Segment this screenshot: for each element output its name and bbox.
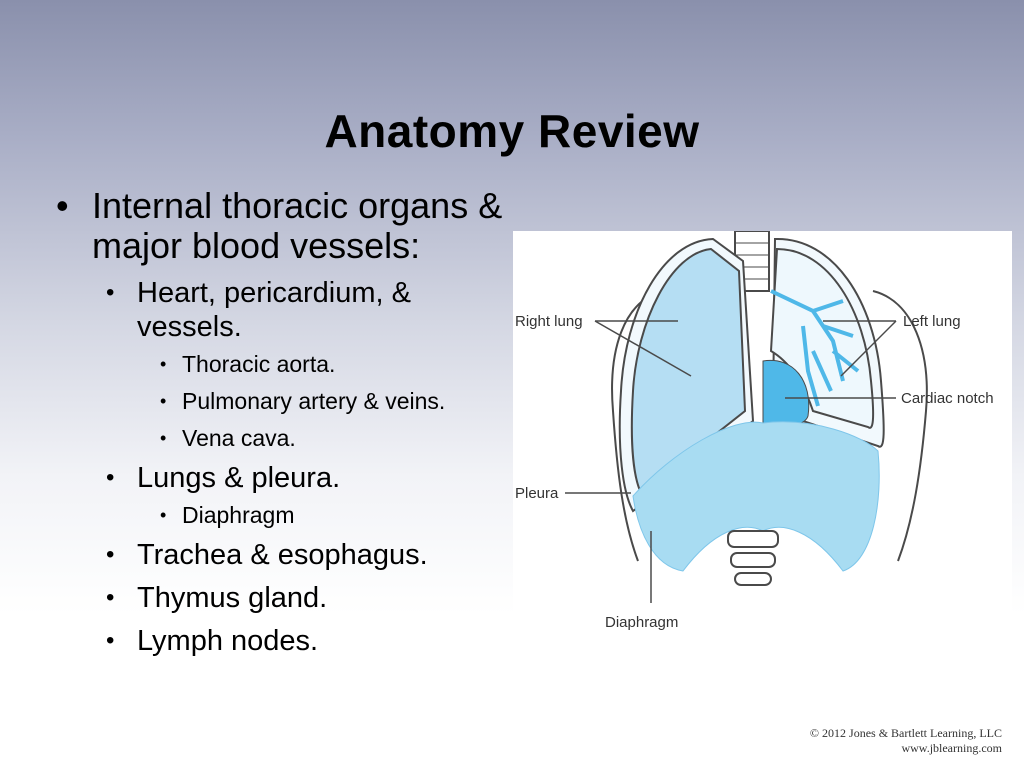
label-diaphragm: Diaphragm: [605, 614, 678, 631]
bullet-heart-text: Heart, pericardium, & vessels.: [137, 277, 411, 343]
lung-diagram: Right lung Left lung Cardiac notch Pleur…: [515, 231, 994, 631]
bullet-lungs-text: Lungs & pleura.: [137, 462, 341, 494]
vertebra-2: [730, 552, 776, 568]
vertebra-3: [734, 572, 772, 586]
bullet-vena-cava: Vena cava.: [137, 424, 467, 452]
label-cardiac-notch: Cardiac notch: [901, 390, 994, 407]
label-right-lung: Right lung: [515, 313, 583, 330]
bullet-lungs: Lungs & pleura. Diaphragm: [92, 461, 570, 529]
label-left-lung: Left lung: [903, 313, 961, 330]
bullet-lymph: Lymph nodes.: [92, 624, 570, 658]
bullet-list: Internal thoracic organs & major blood v…: [50, 186, 570, 667]
heart-sub-list: Thoracic aorta. Pulmonary artery & veins…: [137, 350, 467, 452]
bullet-diaphragm: Diaphragm: [137, 501, 570, 529]
bullet-heart: Heart, pericardium, & vessels. Thoracic …: [92, 276, 467, 452]
copyright-line-2: www.jblearning.com: [901, 741, 1002, 755]
diaphragm: [632, 421, 880, 572]
vertebra: [727, 530, 779, 548]
copyright-notice: © 2012 Jones & Bartlett Learning, LLC ww…: [810, 726, 1002, 756]
lungs-sub-list: Diaphragm: [137, 501, 570, 529]
bullet-thoracic-aorta: Thoracic aorta.: [137, 350, 467, 378]
bullet-thymus: Thymus gland.: [92, 581, 570, 615]
thoracic-anatomy-figure: Right lung Left lung Cardiac notch Pleur…: [513, 231, 1012, 646]
sub-bullet-list: Heart, pericardium, & vessels. Thoracic …: [92, 276, 570, 658]
bullet-main-text: Internal thoracic organs & major blood v…: [92, 185, 503, 266]
bullet-pulmonary: Pulmonary artery & veins.: [137, 387, 467, 415]
bullet-trachea: Trachea & esophagus.: [92, 538, 570, 572]
slide-title: Anatomy Review: [324, 105, 700, 157]
label-pleura: Pleura: [515, 485, 559, 502]
copyright-line-1: © 2012 Jones & Bartlett Learning, LLC: [809, 726, 1002, 740]
rib-cage-outline: [611, 290, 928, 562]
bronchial-tree: [770, 289, 860, 407]
bullet-main: Internal thoracic organs & major blood v…: [50, 185, 570, 659]
